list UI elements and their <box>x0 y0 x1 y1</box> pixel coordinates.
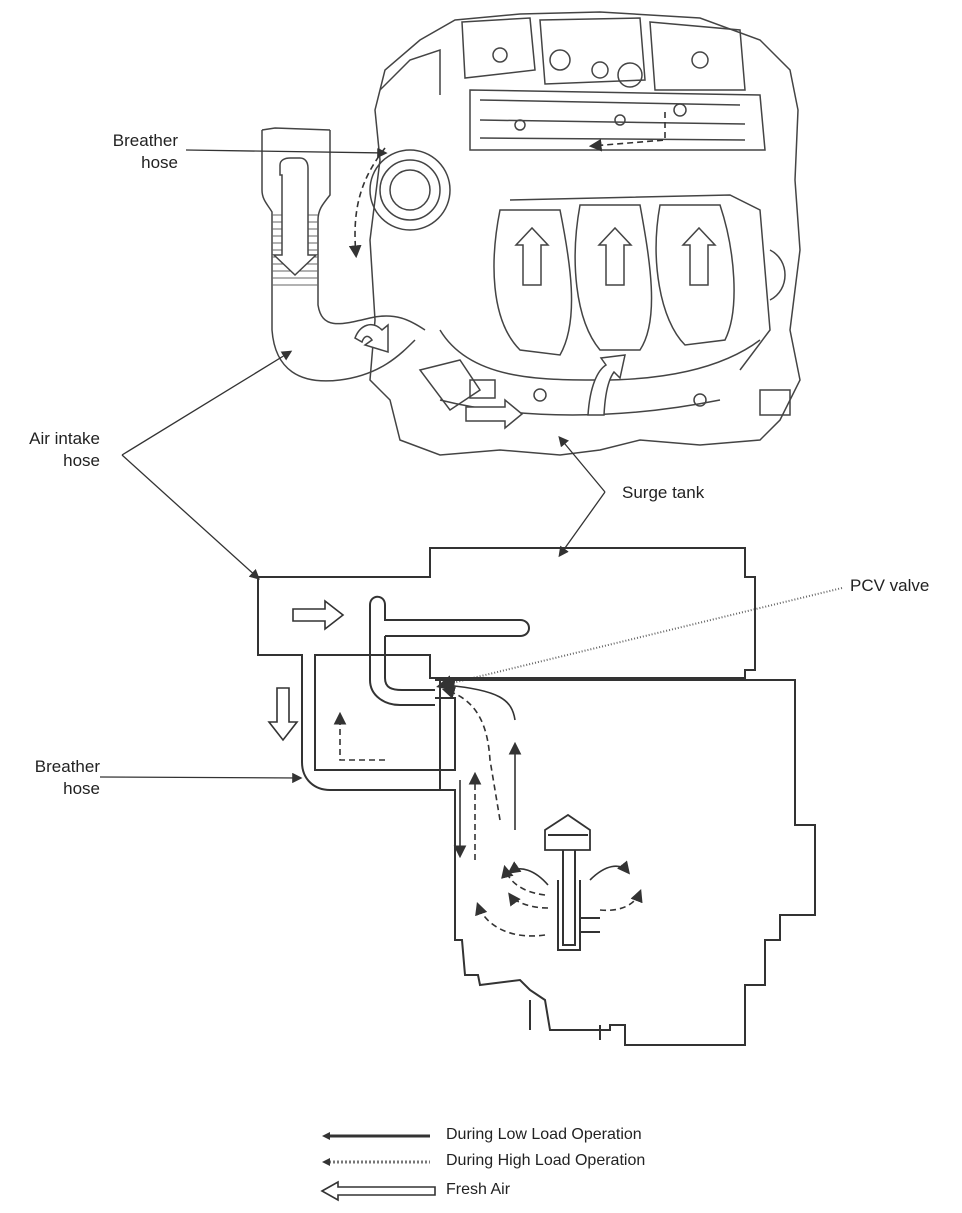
high-load-flow <box>333 686 643 937</box>
breather-flow-engine <box>348 112 666 259</box>
low-load-flow <box>441 679 522 859</box>
legend-low-load: During Low Load Operation <box>446 1126 642 1143</box>
engine-illustration <box>369 11 801 456</box>
label-breather-hose-bottom: Breather hose <box>34 757 100 798</box>
label-air-intake-hose: Air intake hose <box>29 429 100 470</box>
legend-graphics <box>320 1132 436 1202</box>
air-intake-hose-illustration <box>261 127 426 382</box>
fresh-air-arrows-engine <box>465 226 717 430</box>
fresh-air-arrows-schematic <box>267 599 345 742</box>
label-breather-hose-top: Breather hose <box>112 131 178 172</box>
blowby-solid-curves <box>507 860 631 886</box>
schematic <box>257 547 816 1046</box>
label-pcv-valve: PCV valve <box>850 576 930 595</box>
legend-fresh-air: Fresh Air <box>446 1181 511 1198</box>
label-surge-tank: Surge tank <box>622 483 705 502</box>
arrow-hollow-icon <box>320 1180 436 1202</box>
leader-lines <box>99 147 606 784</box>
legend-high-load: During High Load Operation <box>446 1152 646 1169</box>
